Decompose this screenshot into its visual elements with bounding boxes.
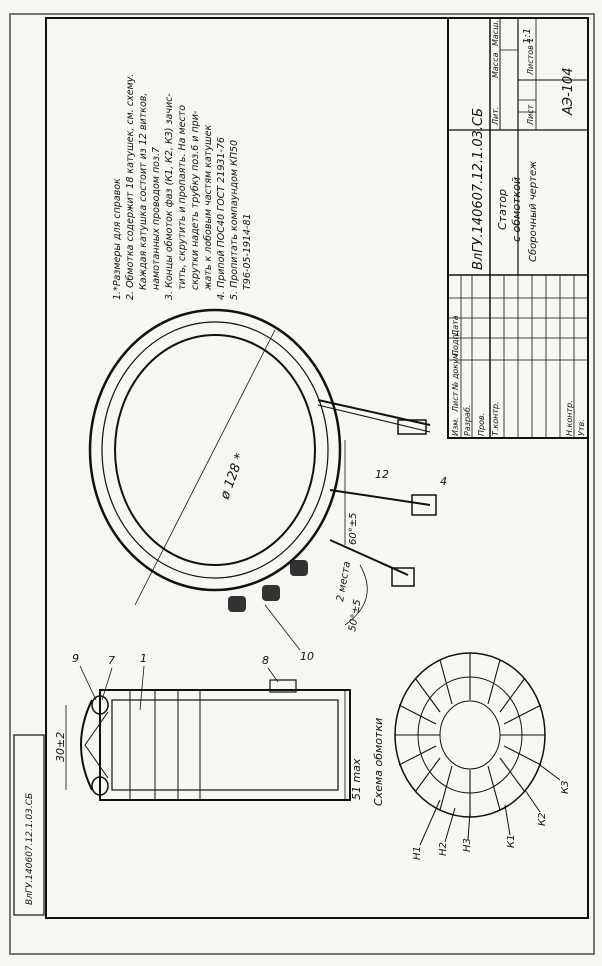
callout-7: 7 — [108, 654, 115, 667]
role-prov: Пров. — [477, 413, 486, 436]
note-line-3: Каждая катушка состоит из 12 витков, — [138, 93, 149, 290]
title-name-3: Сборочный чертеж — [527, 161, 539, 262]
callout-12: 12 — [375, 468, 389, 481]
title-name-1: Статор — [496, 189, 509, 230]
lead-terminal-3 — [391, 567, 415, 587]
row-ndok: № докум. — [451, 351, 460, 391]
dim-width-30: 30±2 — [54, 732, 67, 762]
winding-scheme: Схема обмотки — [372, 652, 571, 860]
note-line-4: намотанных проводом поз.7 — [151, 147, 162, 290]
callout-10: 10 — [300, 650, 314, 663]
stator-side-view: 30±2 51 max 9 7 1 8 — [54, 652, 363, 801]
title-scale-header: Масш. — [491, 20, 500, 46]
dim-diameter: ø 128 * — [217, 451, 248, 502]
title-mass-header: Масса — [491, 52, 500, 78]
coil-slot-1 — [228, 596, 246, 612]
role-tkontr: Т.контр. — [491, 401, 500, 436]
row-izm: Изм. — [451, 417, 460, 436]
note-line-9: 4. Припой ПОС40 ГОСТ 21931-76 — [216, 137, 227, 300]
terminal-k3: К3 — [560, 781, 571, 794]
note-line-1: 1.*Размеры для справок — [112, 178, 123, 300]
stator-front-view: ø 128 * 60°±5 50°±5 2 места 12 4 10 — [88, 308, 447, 663]
note-line-2: 2. Обмотка содержит 18 катушек, см. схем… — [125, 74, 136, 300]
row-list: Лист — [451, 391, 460, 413]
note-line-8: жать к лобовым частям катушек — [203, 125, 214, 291]
note-line-11: Т96-05-1914-81 — [242, 213, 253, 290]
title-name-2: с обмоткой — [510, 177, 523, 242]
callout-1: 1 — [140, 652, 147, 665]
note-line-10: 5. Пропитать компаундом КП50 — [229, 140, 240, 300]
callout-8: 8 — [262, 654, 269, 667]
callout-9: 9 — [72, 652, 79, 665]
terminal-h1: Н1 — [412, 846, 423, 860]
callout-4: 4 — [440, 475, 447, 488]
dim-angle-50: 50°±5 — [347, 599, 363, 633]
terminal-k2: К2 — [537, 813, 548, 826]
inner-frame — [45, 17, 589, 919]
technical-notes: 1.*Размеры для справок 2. Обмотка содерж… — [112, 74, 253, 300]
scheme-title: Схема обмотки — [372, 718, 385, 806]
terminal-h2: Н2 — [438, 842, 449, 856]
lead-terminal-1 — [397, 419, 427, 435]
note-line-7: скрутки надеть трубку поз.6 и при- — [190, 110, 201, 290]
title-block: ВлГУ.140607.12.1.03.СБ Статор с обмоткой… — [447, 17, 589, 439]
terminal-h3: Н3 — [462, 838, 473, 852]
title-scale: 1:1 — [522, 28, 533, 44]
role-razrab: Разраб. — [463, 405, 472, 436]
coil-slot-3 — [290, 560, 308, 576]
row-data: Дата — [451, 315, 460, 337]
side-stamp-text: ВлГУ.140607.12.1.03.СБ — [25, 793, 35, 905]
title-code: ВлГУ.140607.12.1.03.СБ — [471, 108, 486, 270]
note-line-5: 3. Концы обмоток фаз (К1, К2, К3) зачис- — [164, 93, 175, 300]
role-nkontr: Н.контр. — [565, 400, 574, 436]
title-sheets-header: Листов 1 — [526, 37, 535, 76]
title-doc: АЭ-104 — [561, 68, 576, 116]
dim-places: 2 места — [335, 561, 353, 603]
side-stamp-box — [13, 734, 45, 916]
outer-frame — [9, 13, 595, 955]
note-line-6: тить, скрутить и пропаять. На место — [177, 105, 188, 290]
lead-terminal-2 — [411, 494, 437, 516]
role-utv: Утв. — [577, 419, 586, 436]
dim-max-51: 51 max — [350, 758, 363, 800]
title-lit-header: Лит. — [491, 107, 500, 126]
dim-angle-60: 60°±5 — [348, 513, 359, 545]
terminal-k1: К1 — [506, 835, 517, 848]
title-sheet-header: Лист — [526, 104, 535, 126]
coil-slot-2 — [262, 585, 280, 601]
row-podp: Подп. — [451, 332, 460, 356]
